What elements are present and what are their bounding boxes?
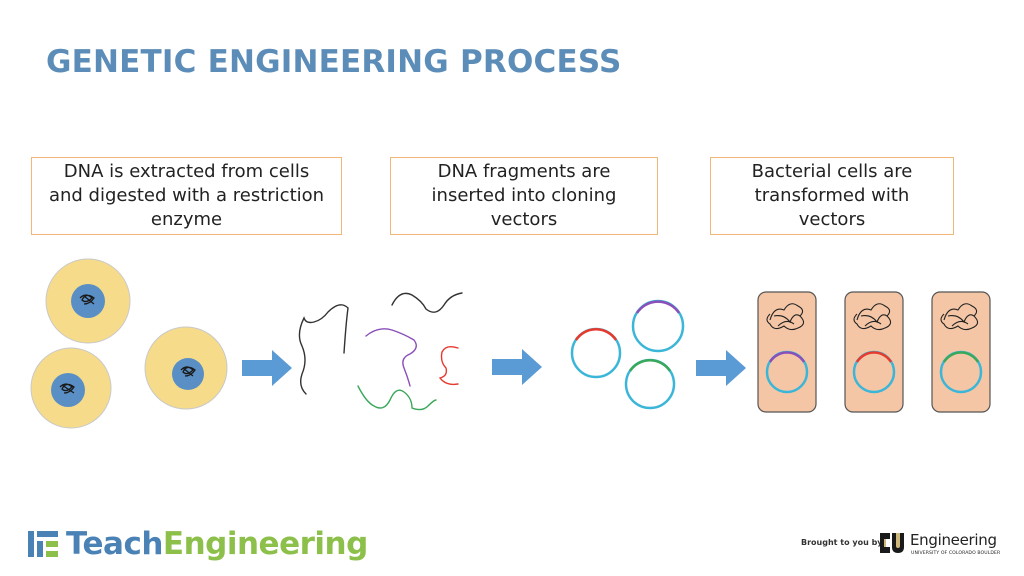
step-text-extraction: DNA is extracted from cells and digested… — [48, 161, 325, 230]
step-text-transformation: Bacterial cells are transformed with vec… — [751, 161, 913, 230]
arrow-3 — [696, 350, 746, 386]
step-text-insertion: DNA fragments are inserted into cloning … — [431, 161, 617, 230]
cu-university-text: UNIVERSITY OF COLORADO BOULDER — [911, 551, 1001, 556]
logo-text-teach: Teach — [66, 526, 163, 562]
vector-purple — [631, 299, 685, 353]
bacterium-green — [931, 291, 991, 413]
cell-top-left — [45, 258, 131, 344]
vector-green — [624, 358, 676, 410]
arrow-2 — [492, 349, 542, 385]
dna-fragments — [298, 292, 463, 411]
bacterium-purple — [757, 291, 817, 413]
step-box-extraction: DNA is extracted from cells and digested… — [31, 157, 342, 235]
cell-right — [144, 326, 228, 410]
page-title: GENETIC ENGINEERING PROCESS — [46, 44, 622, 80]
step-box-insertion: DNA fragments are inserted into cloning … — [390, 157, 658, 235]
teachengineering-logo-icon — [28, 531, 58, 557]
vector-red — [570, 327, 622, 379]
bacterium-red — [844, 291, 904, 413]
logo-text-engineering: Engineering — [162, 526, 368, 562]
teachengineering-logo: TeachEngineering — [28, 524, 368, 564]
brought-by-text: Brought to you by — [801, 538, 883, 547]
cell-bottom-left — [30, 347, 112, 429]
arrow-1 — [242, 350, 292, 386]
cu-engineering-text: Engineering — [910, 531, 997, 549]
step-box-transformation: Bacterial cells are transformed with vec… — [710, 157, 954, 235]
cu-buffs-logo-icon — [880, 533, 904, 553]
